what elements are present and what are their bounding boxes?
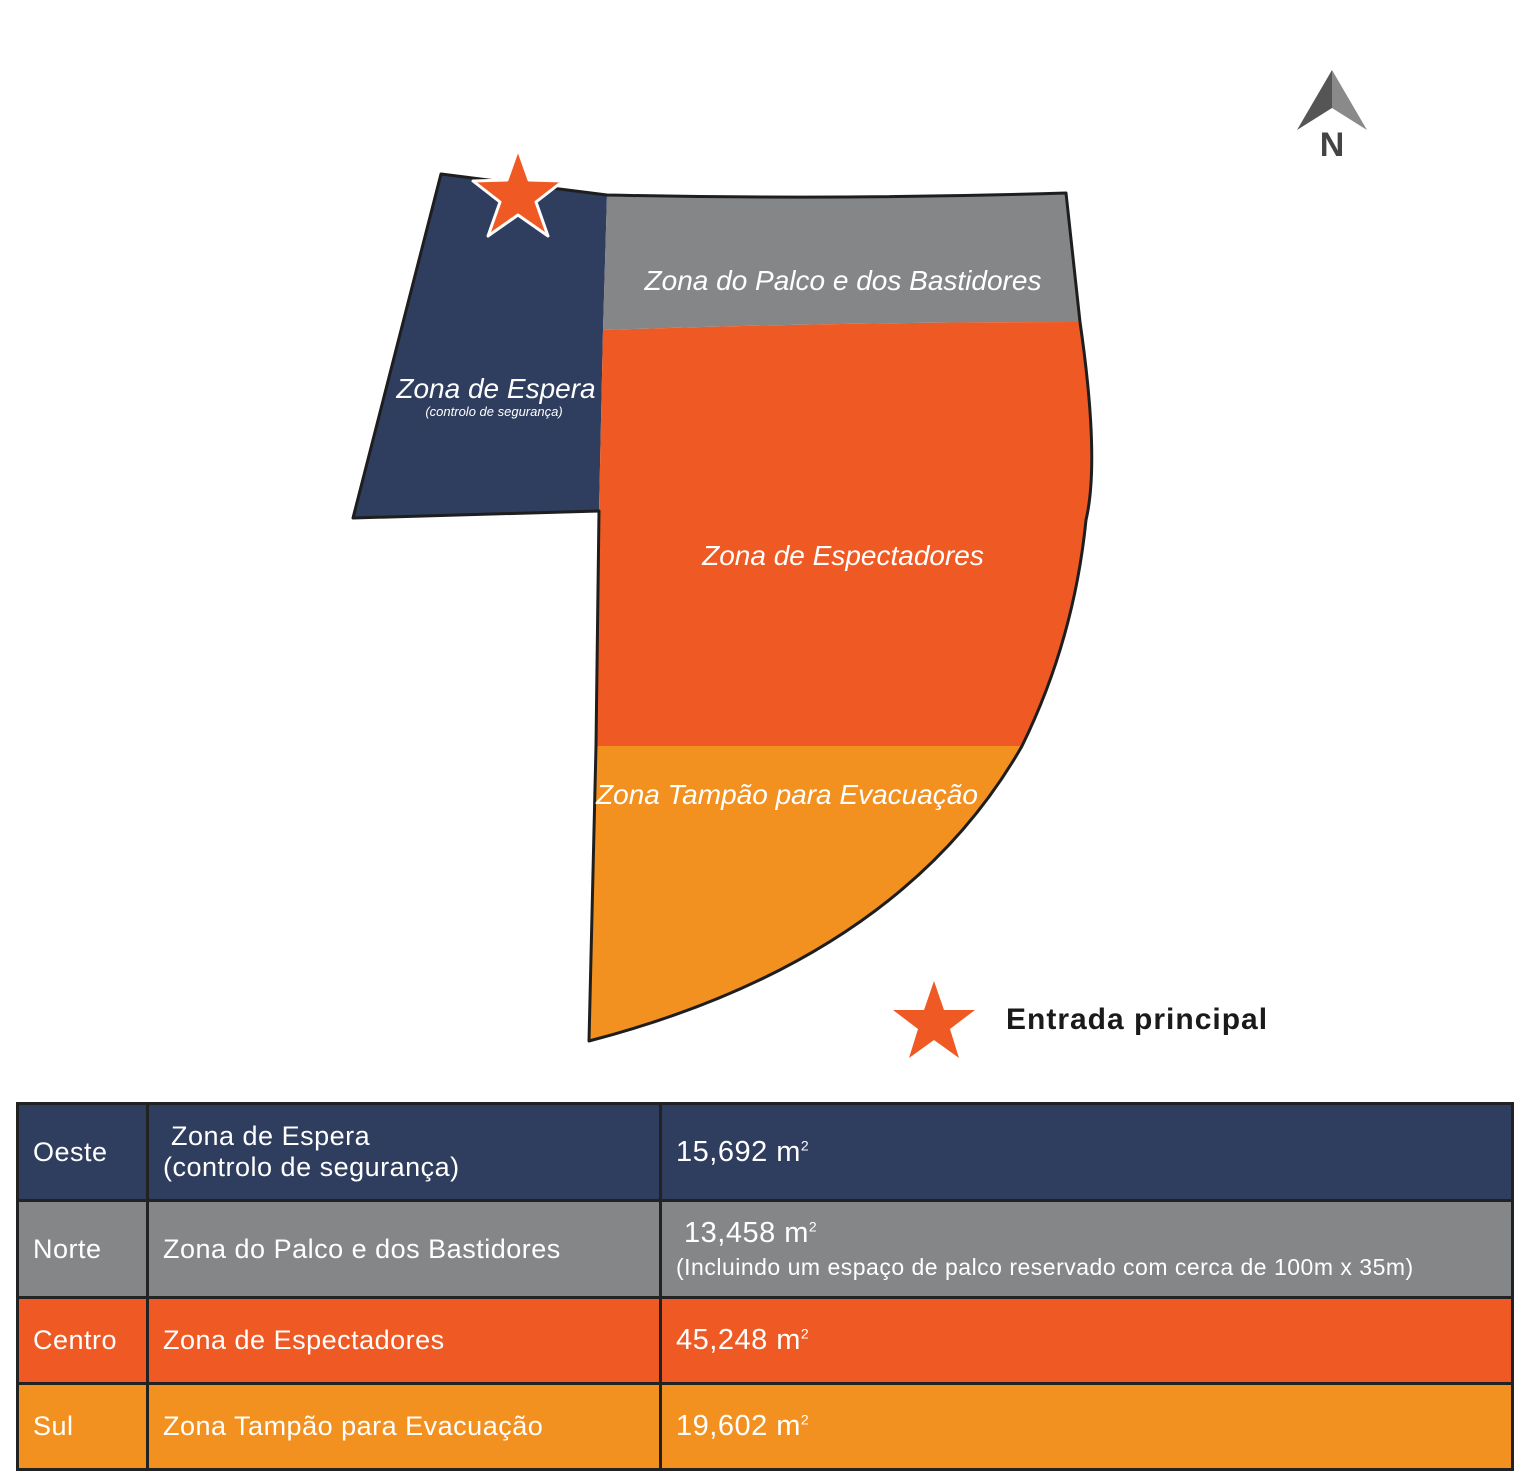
zone-cell: Zona do Palco e dos Bastidores (146, 1199, 662, 1299)
area-cell: 15,692 m2 (659, 1102, 1514, 1202)
zone-palco-label: Zona do Palco e dos Bastidores (644, 265, 1042, 296)
table-row: Centro Zona de Espectadores 45,248 m2 (16, 1296, 1514, 1385)
zone-name: Zona do Palco e dos Bastidores (163, 1233, 561, 1264)
zone-area-table: Oeste Zona de Espera (controlo de segura… (16, 1102, 1514, 1471)
area-value: 45,248 m (676, 1324, 801, 1356)
zone-name: Zona de Espectadores (163, 1325, 445, 1355)
area-value: 19,602 m (676, 1410, 801, 1442)
zone-name: Zona Tampão para Evacuação (163, 1411, 544, 1441)
site-map: Zona de Espera (controlo de segurança) Z… (351, 70, 1367, 1043)
north-label: N (1320, 126, 1345, 164)
area-value: 13,458 m (684, 1217, 809, 1249)
direction-cell: Norte (16, 1199, 149, 1299)
area-value: 15,692 m (676, 1135, 801, 1168)
zone-palco[interactable] (603, 193, 1080, 330)
zone-espectadores[interactable] (596, 322, 1092, 746)
area-note: (Incluindo um espaço de palco reservado … (676, 1254, 1414, 1280)
zone-cell: Zona de Espectadores (146, 1296, 662, 1385)
site-outline (351, 172, 1094, 1043)
legend-star-icon (893, 981, 975, 1058)
legend: Entrada principal (892, 978, 1268, 1062)
zone-cell: Zona Tampão para Evacuação (146, 1382, 662, 1471)
area-cell: 45,248 m2 (659, 1296, 1514, 1385)
zone-tampao-label: Zona Tampão para Evacuação (595, 779, 978, 810)
direction-cell: Sul (16, 1382, 149, 1471)
table-row: Norte Zona do Palco e dos Bastidores 13,… (16, 1199, 1514, 1299)
area-unit-exponent: 2 (800, 1136, 810, 1153)
north-arrow-icon: N (1297, 70, 1367, 164)
zone-espera-label: Zona de Espera (395, 373, 595, 404)
zone-espera[interactable] (353, 174, 607, 518)
direction-cell: Centro (16, 1296, 149, 1385)
zone-cell: Zona de Espera (controlo de segurança) (146, 1102, 662, 1202)
area-cell: 19,602 m2 (659, 1382, 1514, 1471)
zone-espectadores-label: Zona de Espectadores (701, 540, 984, 571)
entrance-star-icon (471, 147, 565, 238)
area-cell: 13,458 m2 (Incluindo um espaço de palco … (659, 1199, 1514, 1299)
zone-name: Zona de Espera (171, 1121, 371, 1151)
area-unit-exponent: 2 (800, 1325, 810, 1342)
zone-subtitle: (controlo de segurança) (163, 1152, 460, 1182)
direction-cell: Oeste (16, 1102, 149, 1202)
legend-label: Entrada principal (1006, 1003, 1269, 1036)
area-unit-exponent: 2 (808, 1218, 818, 1235)
table-row: Sul Zona Tampão para Evacuação 19,602 m2 (16, 1382, 1514, 1471)
table-row: Oeste Zona de Espera (controlo de segura… (16, 1102, 1514, 1202)
zone-tampao[interactable] (589, 746, 1022, 1041)
area-unit-exponent: 2 (800, 1411, 810, 1428)
zone-espera-sublabel: (controlo de segurança) (425, 404, 562, 419)
